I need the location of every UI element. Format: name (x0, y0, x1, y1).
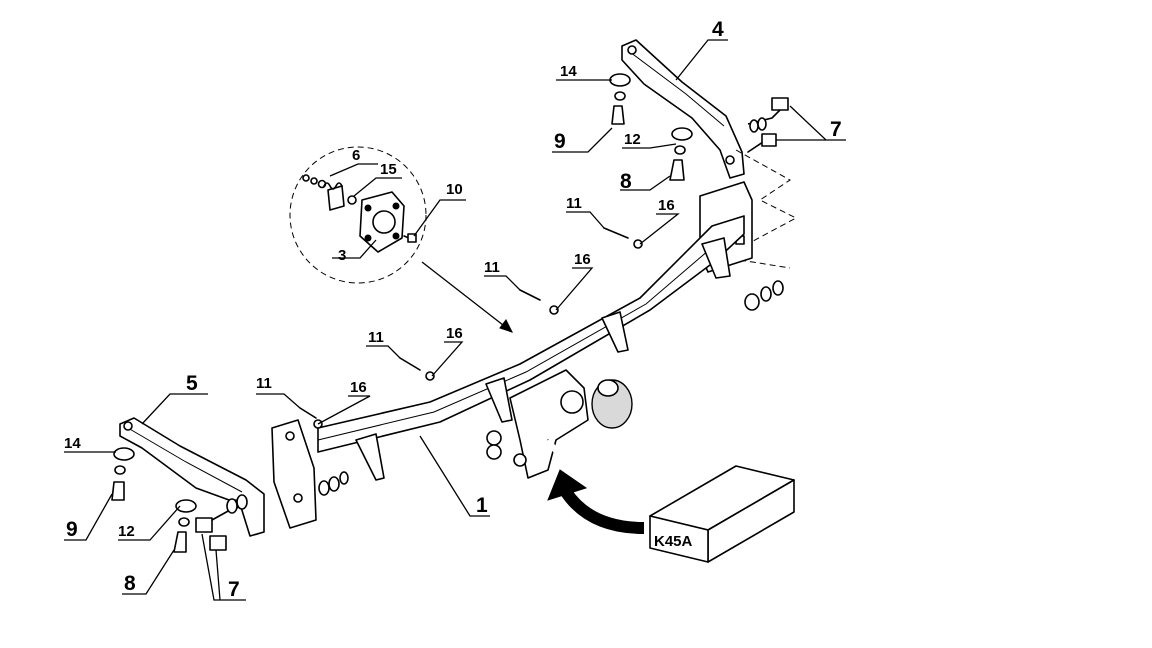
callout-16-a: 16 (350, 379, 367, 396)
callout-11-b: 11 (368, 329, 384, 346)
callout-7-right: 7 (830, 118, 842, 141)
callout-5: 5 (186, 372, 198, 395)
callout-9-left: 9 (66, 518, 78, 541)
callout-14-left: 14 (64, 435, 81, 452)
callout-12-right: 12 (624, 131, 641, 148)
callout-1: 1 (476, 494, 488, 517)
callout-16-d: 16 (658, 197, 675, 214)
callout-11-a: 11 (256, 375, 272, 392)
callout-10: 10 (446, 181, 463, 198)
main-crossbar: 11 16 11 16 11 16 11 16 1 (256, 181, 753, 529)
fasteners-set (299, 227, 643, 429)
package-box: K45A (547, 465, 795, 563)
callout-12-left: 12 (118, 523, 135, 540)
callout-16-b: 16 (446, 325, 463, 342)
callout-14-right: 14 (560, 63, 577, 80)
right-bracket-assembly: 4 14 9 12 8 7 (552, 18, 846, 311)
callout-16-c: 16 (574, 251, 591, 268)
callout-11-d: 11 (566, 195, 582, 212)
callout-3: 3 (338, 247, 346, 264)
callout-11-c: 11 (484, 259, 500, 276)
callout-9-right: 9 (554, 130, 566, 153)
socket-detail-view: 6 15 10 3 (289, 146, 513, 333)
callout-15: 15 (380, 161, 397, 178)
callout-8-left: 8 (124, 572, 136, 595)
callout-8-right: 8 (620, 170, 632, 193)
package-label: K45A (654, 533, 693, 550)
arrow-head-icon (547, 469, 588, 501)
callout-4: 4 (712, 18, 724, 41)
callout-6: 6 (352, 147, 360, 164)
callout-7-left: 7 (228, 578, 240, 601)
left-bracket-assembly: 5 14 9 12 8 7 (64, 372, 265, 601)
